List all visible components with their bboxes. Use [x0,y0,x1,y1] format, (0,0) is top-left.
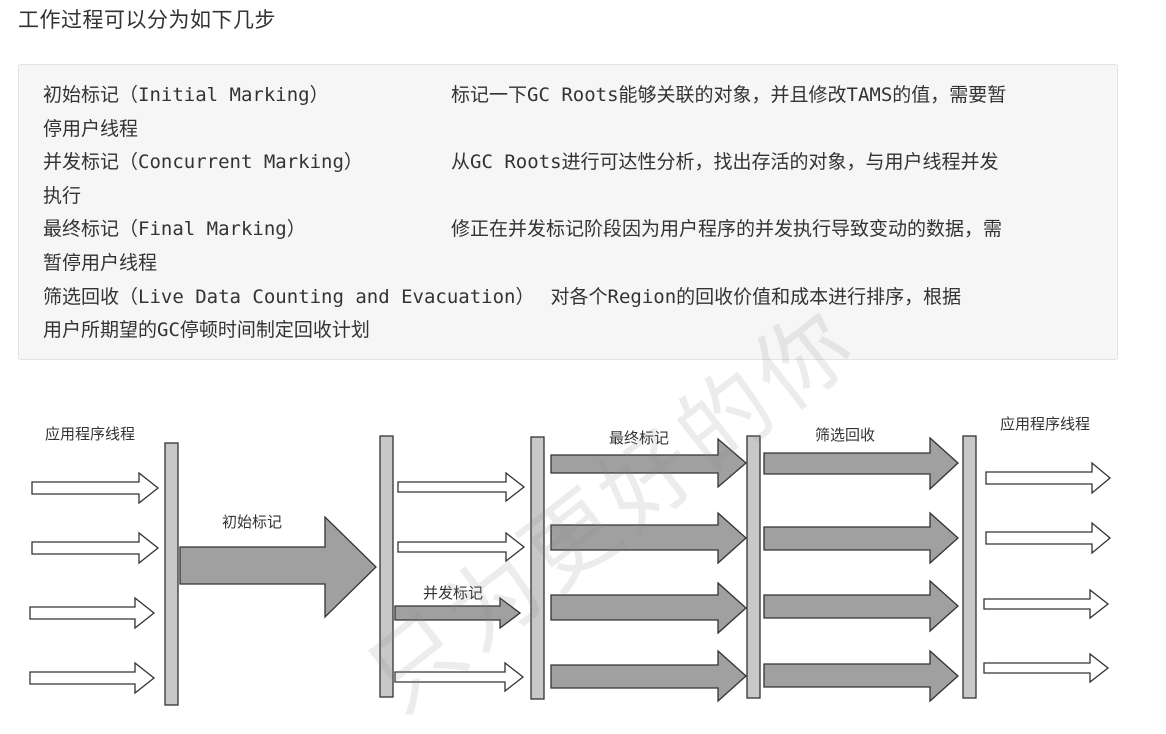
step-concurrent-marking: 并发标记（Concurrent Marking） 从GC Roots进行可达性分析… [43,146,1093,213]
step-term: 筛选回收（Live Data Counting and Evacuation） [43,285,535,308]
section-heading: 工作过程可以分为如下几步 [18,8,276,32]
evacuation-arrow [763,579,959,633]
safepoint-bar [530,436,545,700]
step-initial-marking: 初始标记（Initial Marking） 标记一下GC Roots能够关联的对象… [43,79,1093,146]
label-initial-marking: 初始标记 [222,513,282,531]
safepoint-bars [164,435,977,706]
step-desc-cont: 暂停用户线程 [43,251,158,274]
evacuation-arrow [763,436,959,491]
step-desc: 对各个Region的回收价值和成本进行排序，根据 [550,285,962,308]
evacuation-arrows [763,436,959,703]
step-desc-cont: 执行 [43,184,82,207]
thread-arrow [983,652,1110,684]
initial-marking-arrow [179,515,377,619]
thread-arrow [394,661,525,693]
g1-process-diagram: 应用程序线程 初始标记 并发标记 最终标记 筛选回收 应用程序线程 [29,415,1112,706]
thread-arrow [985,461,1112,495]
final-marking-arrow [550,581,747,635]
step-desc: 修正在并发标记阶段因为用户程序的并发执行导致变动的数据，需 [451,218,1003,241]
safepoint-bar [379,435,394,698]
step-term: 初始标记（Initial Marking） [43,84,329,106]
final-marking-arrow [550,511,747,565]
label-app-threads-left: 应用程序线程 [45,425,135,443]
thread-arrow [29,596,156,630]
evacuation-arrow [763,649,959,703]
step-final-marking: 最终标记（Final Marking） 修正在并发标记阶段因为用户程序的并发执行导… [43,213,1093,280]
step-desc-cont: 用户所期望的GC停顿时间制定回收计划 [43,319,370,342]
app-threads-left [29,471,160,695]
step-term: 并发标记（Concurrent Marking） [43,151,363,174]
app-threads-right [983,461,1112,684]
step-desc: 标记一下GC Roots能够关联的对象，并且修改TAMS的值，需要暂 [451,84,1007,106]
step-desc: 从GC Roots进行可达性分析，找出存活的对象，与用户线程并发 [451,151,999,174]
safepoint-bar [164,442,179,706]
label-concurrent-marking: 并发标记 [423,584,483,602]
step-evacuation: 筛选回收（Live Data Counting and Evacuation） 对… [43,281,1093,348]
final-marking-arrow [550,649,747,703]
app-threads-concurrent [394,471,526,693]
thread-arrow [397,471,526,503]
thread-arrow [31,531,160,565]
thread-arrow [983,588,1110,620]
step-desc-cont: 停用户线程 [43,117,139,140]
step-term: 最终标记（Final Marking） [43,218,306,241]
steps-code-block: 初始标记（Initial Marking） 标记一下GC Roots能够关联的对象… [18,64,1118,360]
safepoint-bar [962,435,977,699]
final-marking-arrows [550,437,747,703]
label-evacuation: 筛选回收 [815,426,875,444]
label-final-marking: 最终标记 [609,429,669,447]
final-marking-arrow [550,437,747,489]
thread-arrow [985,521,1112,555]
evacuation-arrow [763,511,959,565]
thread-arrow [31,471,160,505]
safepoint-bar [746,435,761,699]
thread-arrow [29,661,156,695]
concurrent-marking-arrow [394,596,522,630]
label-app-threads-right: 应用程序线程 [1000,415,1090,433]
thread-arrow [397,531,526,563]
